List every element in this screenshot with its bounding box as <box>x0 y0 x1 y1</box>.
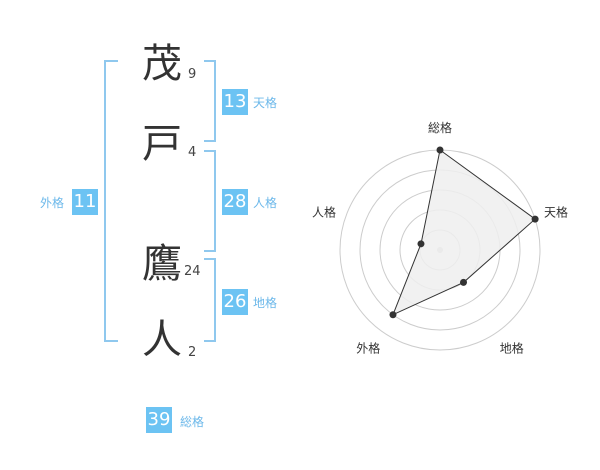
gaikaku-label: 外格 <box>40 196 65 210</box>
name-char-1: 茂 <box>142 41 182 87</box>
name-char-4: 人 <box>142 317 182 363</box>
chikaku-value: 26 <box>222 289 248 315</box>
soukaku-value: 39 <box>146 407 172 433</box>
gaikaku-bracket <box>104 60 118 342</box>
radar-axis-label: 外格 <box>356 341 380 356</box>
jinkaku-label: 人格 <box>253 196 278 210</box>
name-char-3: 鷹 <box>142 241 182 287</box>
gaikaku-value: 11 <box>72 189 98 215</box>
stroke-count-1: 9 <box>188 67 197 82</box>
radar-points <box>389 146 539 319</box>
soukaku-label: 総格 <box>180 415 205 429</box>
chikaku-label: 地格 <box>253 296 278 310</box>
radar-point-4 <box>389 311 397 319</box>
radar-point-3 <box>460 278 468 286</box>
tenkaku-value: 13 <box>222 89 248 115</box>
jinkaku-value: 28 <box>222 189 248 215</box>
radar-axis-label: 天格 <box>544 204 568 219</box>
radar-axis-label: 人格 <box>312 204 336 219</box>
name-char-2: 戸 <box>142 121 182 167</box>
radar-axis-label: 総格 <box>428 120 452 135</box>
stroke-count-2: 4 <box>188 145 197 160</box>
tenkaku-bracket <box>204 60 216 142</box>
chikaku-bracket <box>204 258 216 342</box>
jinkaku-bracket <box>204 150 216 252</box>
radar-area <box>392 149 536 316</box>
radar-axis-label: 地格 <box>500 341 524 356</box>
radar-point-5 <box>417 240 425 248</box>
tenkaku-label: 天格 <box>253 96 278 110</box>
stroke-count-4: 2 <box>188 345 197 360</box>
radar-point-1 <box>436 146 444 154</box>
radar-point-2 <box>531 215 539 223</box>
stroke-count-3: 24 <box>184 264 201 279</box>
